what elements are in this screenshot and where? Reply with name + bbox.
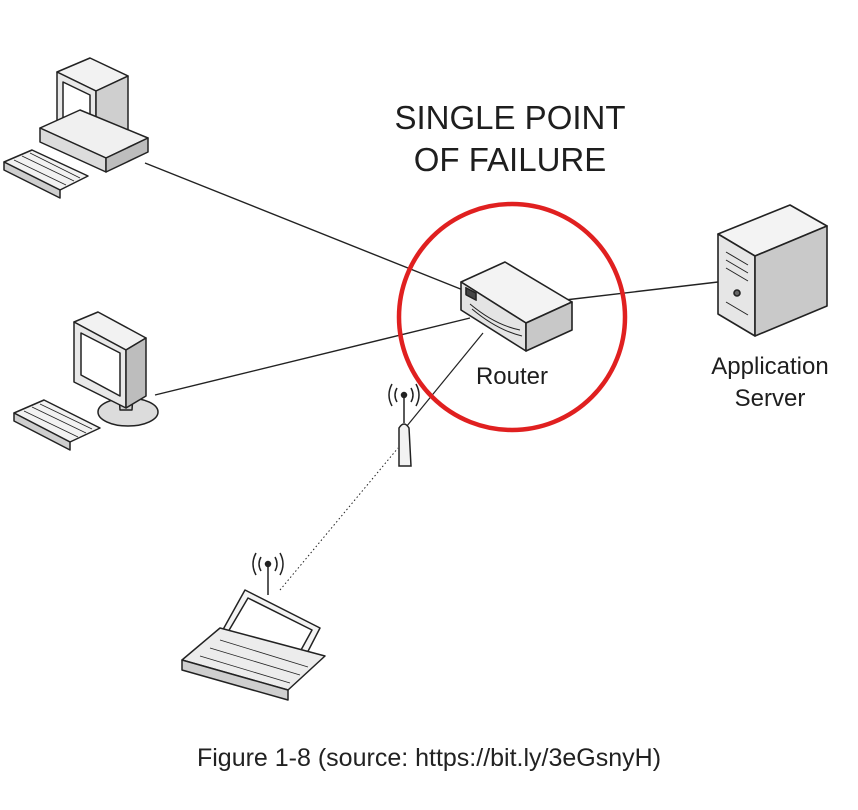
monitor-workstation-icon [13,311,159,451]
wireless-access-point-icon [388,383,420,467]
server-tower-icon [717,204,828,337]
server-label-line2: Server [735,385,806,412]
wireless-laptop-icon [181,552,326,701]
figure-caption: Figure 1-8 (source: https://bit.ly/3eGsn… [196,744,662,772]
diagram-title-line1: SINGLE POINT [394,99,625,136]
server-label-line1: Application [711,353,828,380]
router-label: Router [476,363,548,390]
link-laptop-accesspoint [279,447,399,591]
link-router-server [564,281,719,301]
failure-highlight-circle [396,201,628,433]
router-icon [460,261,573,352]
connections [144,162,719,591]
diagram-title-line2: OF FAILURE [414,141,607,178]
link-accesspoint-router [401,332,484,433]
link-monitor-router [154,317,471,396]
link-desktop-router [144,162,464,291]
desktop-computer-icon [3,57,149,199]
